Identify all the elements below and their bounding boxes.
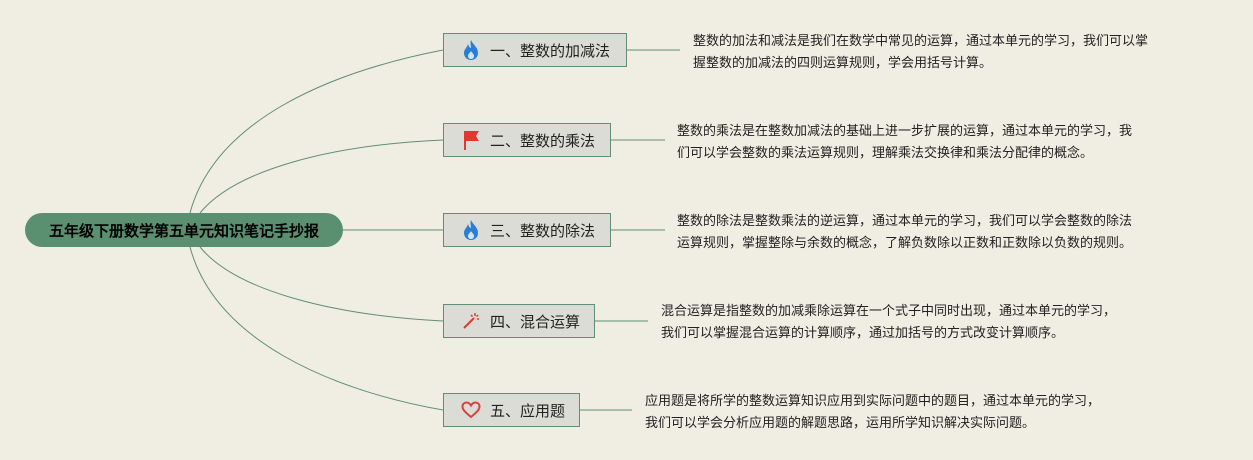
description-line: 运算规则，掌握整除与余数的概念，了解负数除以正数和正数除以负数的规则。: [677, 236, 1133, 251]
branch-label-3: 三、整数的除法: [490, 221, 596, 240]
connector-root-branch-5: [189, 246, 444, 411]
branch-label-2: 二、整数的乘法: [490, 131, 596, 150]
description-line: 握整数的加减法的四则运算规则，学会用括号计算。: [693, 56, 993, 71]
branch-description-4: 混合运算是指整数的加减乘除运算在一个式子中同时出现，通过本单元的学习， 我们可以…: [661, 301, 1116, 345]
description-line: 我们可以学会分析应用题的解题思路，运用所学知识解决实际问题。: [645, 416, 1036, 431]
branch-description-2: 整数的乘法是在整数加减法的基础上进一步扩展的运算，通过本单元的学习，我 们可以学…: [677, 121, 1132, 165]
heart-icon: [460, 399, 482, 421]
description-line: 们可以学会整数的乘法运算规则，理解乘法交换律和乘法分配律的概念。: [677, 146, 1094, 161]
fire-icon: [460, 219, 482, 241]
connector-root-branch-2: [199, 139, 444, 214]
branch-node-5[interactable]: 五、应用题: [443, 393, 580, 427]
description-line: 混合运算是指整数的加减乘除运算在一个式子中同时出现，通过本单元的学习，: [661, 304, 1117, 319]
branch-label-5: 五、应用题: [490, 401, 566, 420]
description-line: 整数的乘法是在整数加减法的基础上进一步扩展的运算，通过本单元的学习，我: [677, 124, 1133, 139]
magic-wand-icon: [460, 310, 482, 332]
flag-icon: [460, 129, 482, 151]
fire-icon: [460, 39, 482, 61]
root-node-label: 五年级下册数学第五单元知识笔记手抄报: [48, 221, 319, 240]
connector-root-branch-1: [189, 49, 444, 214]
branch-node-1[interactable]: 一、整数的加减法: [443, 33, 627, 67]
branch-description-3: 整数的除法是整数乘法的逆运算，通过本单元的学习，我们可以学会整数的除法 运算规则…: [677, 211, 1132, 255]
root-node[interactable]: 五年级下册数学第五单元知识笔记手抄报: [25, 213, 343, 247]
branch-label-1: 一、整数的加减法: [490, 41, 611, 60]
description-line: 我们可以掌握混合运算的计算顺序，通过加括号的方式改变计算顺序。: [661, 326, 1065, 341]
branch-description-5: 应用题是将所学的整数运算知识应用到实际问题中的题目，通过本单元的学习， 我们可以…: [645, 391, 1100, 435]
description-line: 整数的加法和减法是我们在数学中常见的运算，通过本单元的学习，我们可以掌: [693, 34, 1149, 49]
branch-label-4: 四、混合运算: [490, 312, 581, 331]
description-line: 应用题是将所学的整数运算知识应用到实际问题中的题目，通过本单元的学习，: [645, 394, 1101, 409]
branch-node-3[interactable]: 三、整数的除法: [443, 213, 611, 247]
branch-description-1: 整数的加法和减法是我们在数学中常见的运算，通过本单元的学习，我们可以掌 握整数的…: [693, 31, 1148, 75]
branch-node-4[interactable]: 四、混合运算: [443, 304, 595, 338]
connector-root-branch-4: [199, 246, 444, 322]
branch-node-2[interactable]: 二、整数的乘法: [443, 123, 611, 157]
description-line: 整数的除法是整数乘法的逆运算，通过本单元的学习，我们可以学会整数的除法: [677, 214, 1133, 229]
